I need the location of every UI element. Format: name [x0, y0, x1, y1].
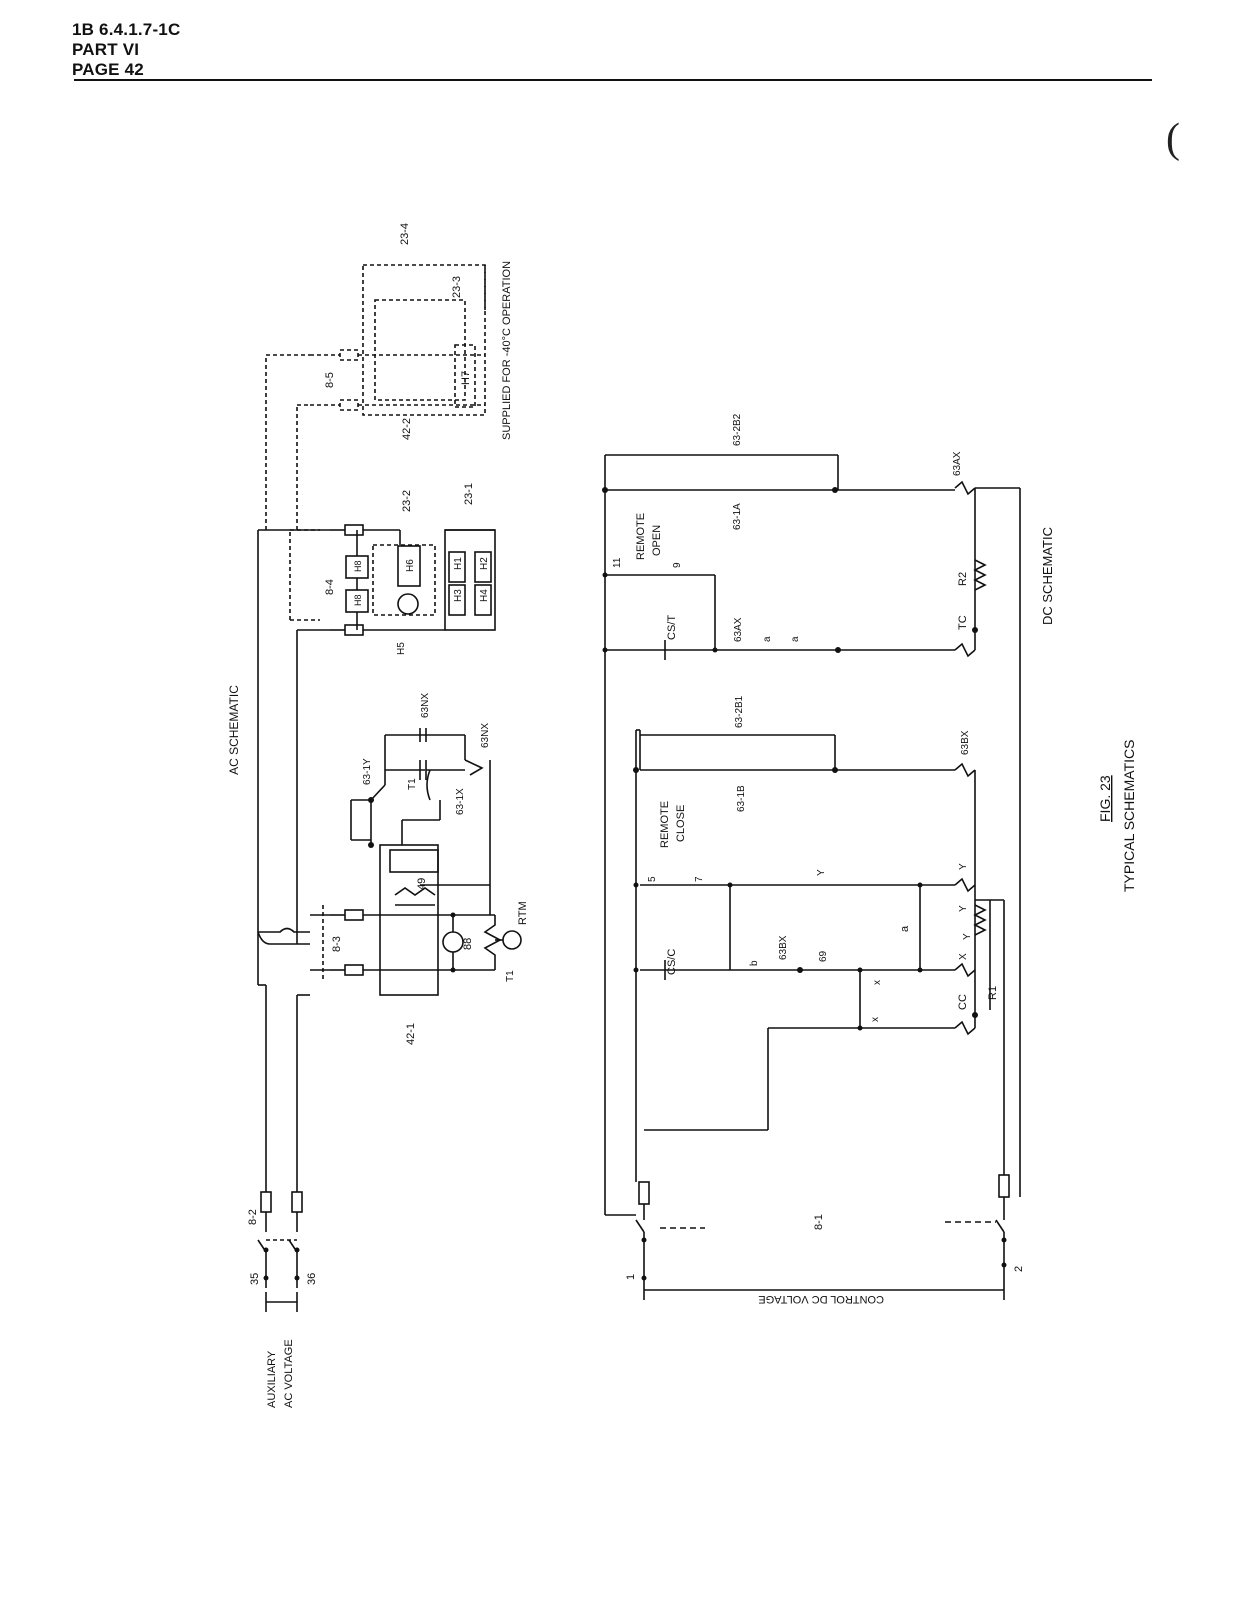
ac-supply-label-1: AUXILIARY	[266, 1350, 278, 1408]
heater-h3: H3	[453, 589, 464, 602]
contact-a-1: a	[762, 636, 773, 642]
page-number: PAGE 42	[72, 60, 144, 79]
terminal-11: 11	[612, 557, 623, 568]
dc-supply-label: CONTROL DC VOLTAGE	[758, 1293, 884, 1305]
t1-label-b: T1	[407, 778, 418, 790]
part-label: PART VI	[72, 40, 140, 59]
panel-42-1-label: 42-1	[405, 1023, 417, 1045]
terminal-7: 7	[694, 876, 705, 882]
figure-number: FIG. 23	[1097, 775, 1113, 822]
thermostat-23-3: 23-3	[451, 276, 463, 298]
terminal-36: 36	[306, 1273, 318, 1285]
contact-63bx-b: 63BX	[778, 935, 789, 960]
contact-63-1b: 63-1B	[736, 785, 747, 812]
cc-coil-label: CC	[957, 994, 969, 1010]
thermostat-23-2: 23-2	[401, 490, 413, 512]
contact-69: 69	[818, 950, 829, 962]
t1-label-a: T1	[505, 970, 516, 982]
breaker-8-2-label: 8-2	[247, 1209, 259, 1225]
breaker-8-4-label: 8-4	[324, 579, 336, 595]
dc-schematic-title: DC SCHEMATIC	[1040, 527, 1055, 625]
ac-schematic-title: AC SCHEMATIC	[227, 685, 241, 775]
contact-y-2: Y	[958, 863, 969, 870]
breaker-8-5-label: 8-5	[324, 372, 336, 388]
contact-63ax-b: 63AX	[952, 451, 963, 476]
terminal-1: 1	[625, 1274, 637, 1280]
cs-c-label: CS/C	[666, 949, 678, 975]
remote-open-2: OPEN	[651, 525, 663, 556]
dc-schematic-wiring	[604, 454, 1021, 1300]
ac-supply-label-2: AC VOLTAGE	[283, 1339, 295, 1408]
breaker-8-1-label: 8-1	[813, 1214, 825, 1230]
terminal-5: 5	[647, 876, 658, 882]
page-header: 1B 6.4.1.7-1C PART VI PAGE 42	[72, 20, 180, 80]
ac-schematic-wiring	[257, 264, 522, 1312]
heater-h8-a: H8	[353, 560, 363, 572]
junction-dots	[263, 487, 1007, 1281]
contact-b: b	[749, 960, 760, 966]
contact-63-2b2: 63-2B2	[732, 413, 743, 446]
contact-x-2: x	[870, 1017, 881, 1022]
header-rule	[74, 79, 1152, 81]
heater-h1: H1	[453, 557, 464, 570]
cs-t-label: CS/T	[666, 615, 678, 640]
contact-x-3: X	[958, 953, 969, 960]
margin-mark: (	[1166, 116, 1180, 162]
contact-x-1: x	[872, 980, 883, 985]
terminal-35: 35	[249, 1273, 261, 1285]
heater-h7: H7	[460, 371, 472, 385]
tc-coil-label: TC	[957, 615, 969, 630]
rtm-label: RTM	[517, 901, 529, 925]
heater-h5: H5	[396, 642, 407, 655]
terminal-9: 9	[672, 562, 683, 568]
relay-88: 88	[462, 938, 474, 950]
terminal-2: 2	[1013, 1266, 1025, 1272]
contact-63-1a: 63-1A	[732, 503, 743, 530]
contact-y-3: Y	[958, 905, 969, 912]
supplied-note: SUPPLIED FOR -40°C OPERATION	[501, 261, 513, 440]
heater-h4: H4	[479, 589, 490, 602]
panel-42-2-label: 42-2	[401, 418, 413, 440]
r2-label: R2	[957, 572, 969, 586]
remote-open-1: REMOTE	[635, 513, 647, 560]
breaker-8-3-label: 8-3	[331, 936, 343, 952]
contact-y-1: Y	[816, 869, 827, 876]
heater-h6: H6	[405, 559, 416, 572]
contact-a-3: a	[899, 925, 911, 932]
figure-title: TYPICAL SCHEMATICS	[1121, 740, 1137, 892]
thermostat-23-4: 23-4	[399, 223, 411, 245]
doc-number: 1B 6.4.1.7-1C	[72, 20, 181, 39]
contact-63-1x: 63-1X	[455, 788, 466, 815]
contact-63nx-a: 63NX	[420, 693, 431, 718]
heater-h8-b: H8	[353, 594, 363, 606]
relay-49: 49	[416, 878, 428, 890]
contact-63-1y: 63-1Y	[362, 758, 373, 785]
r1-label: R1	[987, 986, 999, 1000]
contact-63ax-a: 63AX	[733, 617, 744, 642]
thermostat-23-1: 23-1	[463, 483, 475, 505]
contact-63nx-b: 63NX	[480, 723, 491, 748]
heater-h2: H2	[479, 557, 490, 570]
contact-63-2b1: 63-2B1	[734, 695, 745, 728]
contact-y-4: Y	[962, 933, 973, 940]
contact-63bx: 63BX	[960, 730, 971, 755]
remote-close-1: REMOTE	[659, 801, 671, 848]
contact-a-2: a	[790, 636, 801, 642]
remote-close-2: CLOSE	[675, 805, 687, 842]
